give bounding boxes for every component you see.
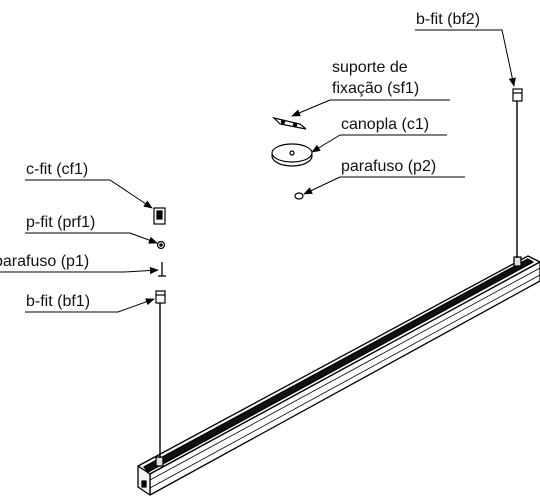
screw-p1-part [158, 262, 166, 277]
label-bf2: b-fit (bf2) [416, 11, 480, 28]
p-fit-prf1-part [156, 240, 166, 250]
label-sf1-line1: suporte de [332, 59, 408, 76]
label-prf1: p-fit (prf1) [26, 214, 95, 231]
c-fit-cf1-part [153, 207, 166, 225]
part-labels: b-fit (bf2) suporte de fixação (sf1) can… [0, 11, 480, 310]
leader-lines [0, 29, 516, 313]
label-cf1: c-fit (cf1) [26, 161, 88, 178]
b-fit-bf2-part [512, 88, 523, 102]
label-p2: parafuso (p2) [341, 158, 436, 175]
label-sf1-line2: fixação (sf1) [332, 80, 419, 97]
luminaire-profile [137, 255, 540, 496]
label-p1: parafuso (p1) [0, 253, 89, 270]
mounting-bracket-part [272, 116, 307, 130]
label-bf1: b-fit (bf1) [26, 293, 90, 310]
screw-p2-part [294, 192, 304, 200]
b-fit-bf1-part [155, 290, 166, 304]
suspension-cables [159, 101, 518, 458]
canopy-part [271, 143, 313, 167]
label-c1: canopla (c1) [341, 116, 429, 133]
